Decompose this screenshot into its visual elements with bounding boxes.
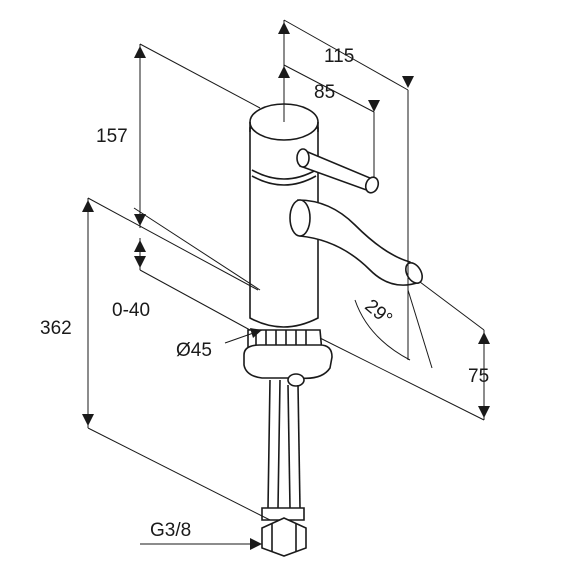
- supply-hoses: [261, 379, 307, 557]
- total-height-label: 362: [40, 318, 72, 339]
- outlet-height-label: 75: [468, 366, 489, 387]
- mounting-set: [243, 329, 333, 387]
- lever-handle: [296, 148, 380, 194]
- dimension-arrows: [82, 22, 490, 550]
- spout-height-label: 157: [96, 126, 128, 147]
- spout-angle-label: 29°: [361, 295, 397, 330]
- overall-reach-label: 115: [324, 46, 354, 67]
- adjust-range-label: 0-40: [112, 300, 150, 321]
- connection-thread-label: G3/8: [150, 520, 191, 541]
- lever-reach-label: 85: [314, 82, 335, 103]
- body-diameter-label: Ø45: [176, 340, 212, 361]
